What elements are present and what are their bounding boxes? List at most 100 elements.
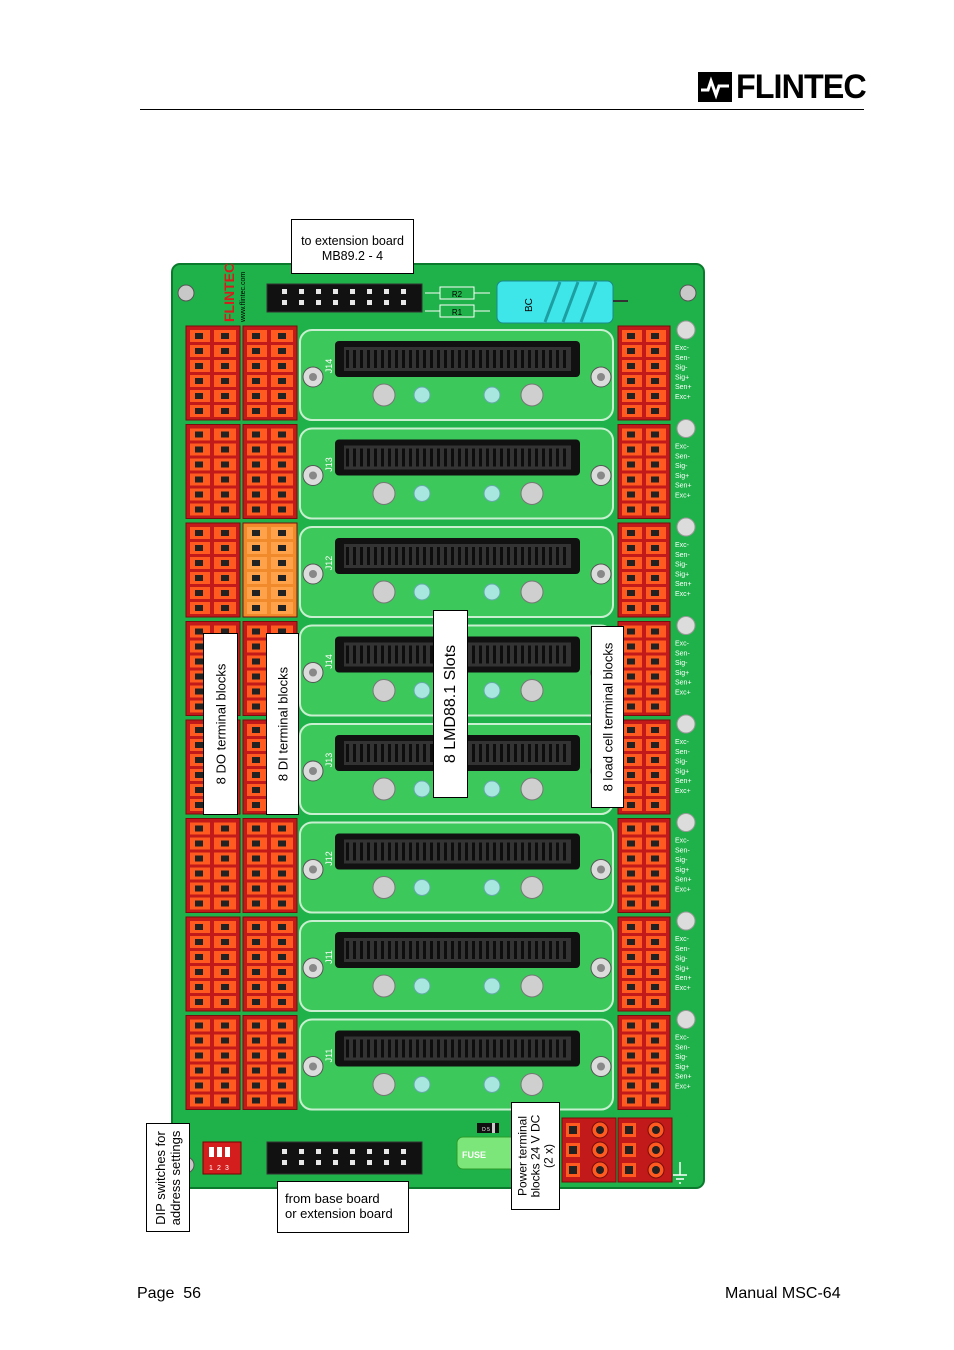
- terminal-hole: [221, 408, 229, 414]
- terminal-hole: [221, 840, 229, 847]
- terminal-hole: [195, 742, 203, 748]
- terminal-hole: [651, 1082, 659, 1089]
- terminal-hole: [252, 461, 260, 468]
- slot-pin: [500, 547, 503, 565]
- terminal-hole: [627, 969, 635, 975]
- loadcell-pin-label: Sen-: [675, 946, 690, 953]
- slot-pin: [402, 547, 405, 565]
- slot-pin: [563, 448, 566, 467]
- terminal-hole: [627, 408, 635, 414]
- terminal-hole: [596, 1126, 604, 1134]
- slot-pin: [479, 448, 482, 467]
- terminal-hole: [195, 590, 203, 596]
- slot-pin: [486, 744, 489, 762]
- slot-pin: [374, 448, 377, 467]
- slot-pin: [409, 350, 412, 368]
- terminal-hole: [627, 1067, 635, 1074]
- bottom-ribbon-connector: [266, 1141, 423, 1175]
- terminal-hole: [627, 333, 635, 339]
- manual-name: Manual MSC-64: [725, 1285, 841, 1302]
- loadcell-pin-label: Exc+: [675, 788, 691, 795]
- terminal-hole: [252, 727, 260, 733]
- slot-pin: [353, 448, 356, 467]
- slot-pin: [493, 842, 496, 861]
- terminal-hole: [278, 560, 286, 566]
- loadcell-pin-label: Sig+: [675, 867, 689, 874]
- slot-pin: [388, 448, 391, 467]
- slot-label: J14: [324, 359, 334, 374]
- standoff-icon: [520, 777, 544, 801]
- slot-pin: [486, 842, 489, 861]
- slot-pin: [416, 547, 419, 565]
- slot-pin: [556, 645, 559, 664]
- terminal-hole: [195, 575, 203, 581]
- callout-power-terminals: Power terminal blocks 24 V DC (2 x): [511, 1102, 560, 1210]
- slot-pin: [507, 744, 510, 762]
- terminal-hole: [278, 628, 286, 635]
- slot-pin: [493, 645, 496, 664]
- slot-pin: [521, 941, 524, 959]
- slot-pin: [353, 350, 356, 368]
- slot-screw-center: [309, 471, 317, 480]
- terminal-hole: [252, 408, 260, 414]
- slot-pin: [360, 547, 363, 565]
- slot-pin: [556, 1039, 559, 1058]
- terminal-hole: [195, 727, 203, 733]
- terminal-hole: [651, 605, 659, 611]
- slot-pin: [423, 448, 426, 467]
- terminal-hole: [252, 605, 260, 611]
- slot-pin: [388, 645, 391, 664]
- slot-pin: [507, 547, 510, 565]
- slot-pin: [388, 547, 391, 565]
- slot-pin: [416, 645, 419, 664]
- terminal-hole: [221, 605, 229, 611]
- loadcell-pin-label: Sig-: [675, 365, 688, 372]
- led-icon: [413, 485, 431, 502]
- terminal-hole: [195, 840, 203, 847]
- slot-pin: [381, 744, 384, 762]
- terminal-hole: [651, 939, 659, 945]
- terminal-hole: [652, 1146, 660, 1154]
- slot-pin: [430, 842, 433, 861]
- terminal-hole: [278, 1082, 286, 1089]
- terminal-hole: [651, 643, 659, 650]
- connector-pin: [401, 1160, 406, 1165]
- slot-pin: [353, 941, 356, 959]
- slot-pin: [549, 547, 552, 565]
- slot-pin: [493, 350, 496, 368]
- slot-pin: [458, 842, 461, 861]
- slot-pin: [395, 645, 398, 664]
- terminal-hole: [627, 530, 635, 536]
- terminal-hole: [195, 1082, 203, 1089]
- loadcell-pin-label: Sen-: [675, 552, 690, 559]
- slot-pin: [514, 547, 517, 565]
- slot-screw-center: [309, 373, 317, 381]
- slot-pin: [507, 645, 510, 664]
- terminal-hole: [195, 393, 203, 399]
- slot-pin: [514, 448, 517, 467]
- slot-pin: [549, 645, 552, 664]
- callout-lmd-slots: 8 LMD88.1 Slots: [433, 610, 468, 798]
- connector-pin: [350, 289, 355, 294]
- slot-pin: [416, 744, 419, 762]
- callout-base-board: from base board or extension board: [277, 1181, 409, 1233]
- slot-pin: [556, 941, 559, 959]
- terminal-hole: [652, 1166, 660, 1174]
- loadcell-pin-label: Sen+: [675, 975, 692, 982]
- slot-pin: [444, 448, 447, 467]
- terminal-hole: [195, 333, 203, 339]
- terminal-hole: [278, 545, 286, 551]
- terminal-hole: [221, 476, 229, 483]
- slot-pin: [500, 448, 503, 467]
- terminal-hole: [627, 605, 635, 611]
- terminal-hole: [651, 1052, 659, 1059]
- terminal-hole: [221, 954, 229, 960]
- connector-pin: [367, 1160, 372, 1165]
- terminal-hole: [195, 787, 203, 793]
- slot-pin: [528, 744, 531, 762]
- connector-pin: [299, 289, 304, 294]
- terminal-hole: [278, 575, 286, 581]
- callout-di-blocks: 8 DI terminal blocks: [266, 633, 299, 815]
- loadcell-pin-label: Sig+: [675, 571, 689, 578]
- slot-pin: [465, 1039, 468, 1058]
